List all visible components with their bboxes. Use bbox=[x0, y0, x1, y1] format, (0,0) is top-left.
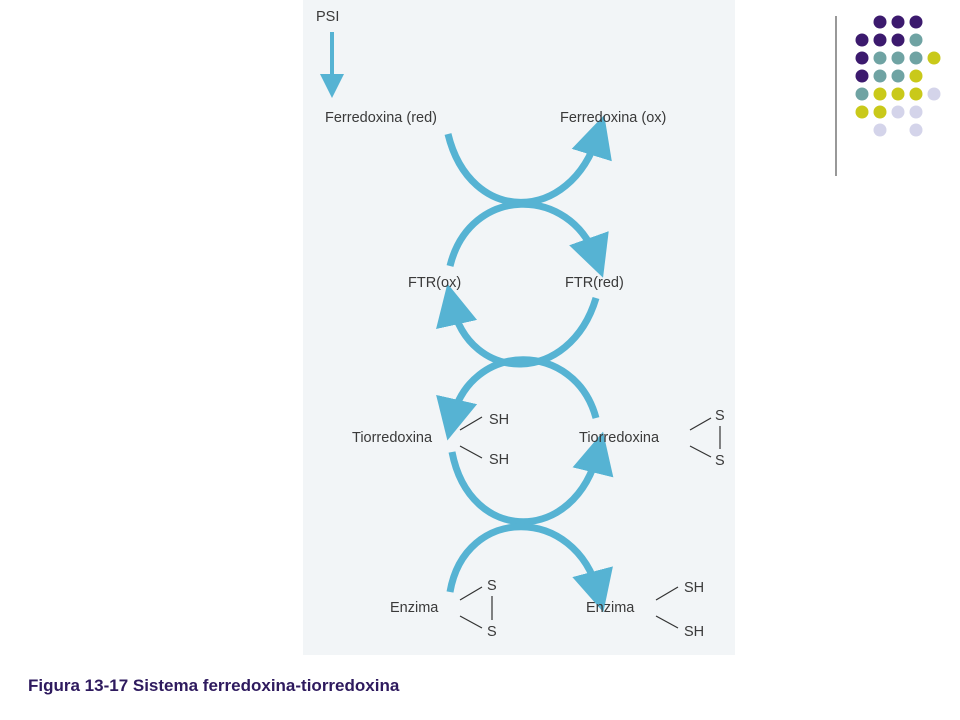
arc-ftr-reduction bbox=[446, 200, 609, 278]
arc-thioredoxin-oxidation bbox=[448, 431, 614, 526]
decorative-dot bbox=[909, 87, 923, 101]
decorative-dot bbox=[909, 105, 923, 119]
arc-ftr-oxidation bbox=[436, 283, 600, 368]
bond-thioredoxin-left-lower bbox=[459, 445, 483, 459]
label-thioredoxin-right-s-bottom: S bbox=[715, 453, 725, 469]
decorative-dot bbox=[891, 51, 905, 65]
label-ferredoxin-ox: Ferredoxina (ox) bbox=[560, 110, 666, 126]
label-thioredoxin-left: Tiorredoxina bbox=[352, 430, 433, 446]
figure-panel bbox=[303, 0, 735, 655]
decorative-dot bbox=[855, 105, 869, 119]
label-thioredoxin-right-s-top: S bbox=[715, 408, 725, 424]
label-psi: PSI bbox=[316, 9, 339, 25]
label-enzyme-right: Enzima bbox=[586, 600, 635, 616]
bond-enzyme-left-upper bbox=[459, 586, 483, 601]
bond-enzyme-right-lower bbox=[655, 615, 679, 629]
label-thioredoxin-left-sh-top: SH bbox=[489, 412, 509, 428]
decorative-dot bbox=[873, 123, 887, 137]
decorative-dot bbox=[873, 51, 887, 65]
decorative-dot bbox=[855, 69, 869, 83]
label-enzyme-left-s-top: S bbox=[487, 578, 497, 594]
decorative-dot bbox=[873, 33, 887, 47]
bond-thioredoxin-right-lower bbox=[689, 445, 712, 458]
bond-enzyme-right-upper bbox=[655, 586, 679, 601]
label-enzyme-left: Enzima bbox=[390, 600, 439, 616]
bond-thioredoxin-left-upper bbox=[459, 416, 483, 431]
decorative-dot bbox=[873, 15, 887, 29]
decorative-dot bbox=[891, 69, 905, 83]
label-thioredoxin-left-sh-bottom: SH bbox=[489, 452, 509, 468]
label-thioredoxin-right: Tiorredoxina bbox=[579, 430, 660, 446]
arc-enzyme-reduction bbox=[446, 523, 613, 613]
arc-thioredoxin-reduction bbox=[436, 356, 600, 441]
decorative-dot bbox=[909, 15, 923, 29]
decorative-dot bbox=[909, 69, 923, 83]
label-enzyme-left-s-bottom: S bbox=[487, 624, 497, 640]
decorative-dot bbox=[891, 105, 905, 119]
label-ftr-red: FTR(red) bbox=[565, 275, 624, 291]
decorative-dot bbox=[855, 33, 869, 47]
decorative-dot bbox=[873, 69, 887, 83]
decorative-dot bbox=[891, 87, 905, 101]
figure-caption: Figura 13-17 Sistema ferredoxina-tiorred… bbox=[28, 676, 400, 695]
decorative-dot bbox=[909, 123, 923, 137]
bond-thioredoxin-right-upper bbox=[689, 417, 712, 431]
decorative-dot bbox=[891, 15, 905, 29]
decorative-dot bbox=[909, 51, 923, 65]
decorative-dot bbox=[927, 87, 941, 101]
decorative-dot bbox=[873, 105, 887, 119]
decorative-dot bbox=[891, 33, 905, 47]
decorative-dot bbox=[855, 51, 869, 65]
decorative-dot bbox=[873, 87, 887, 101]
label-enzyme-right-sh-top: SH bbox=[684, 580, 704, 596]
decorative-dot bbox=[855, 87, 869, 101]
label-ftr-ox: FTR(ox) bbox=[408, 275, 461, 291]
label-ferredoxin-red: Ferredoxina (red) bbox=[325, 110, 437, 126]
decorative-dot bbox=[909, 33, 923, 47]
label-enzyme-right-sh-bottom: SH bbox=[684, 624, 704, 640]
decorative-dot bbox=[927, 51, 941, 65]
bond-enzyme-left-lower bbox=[459, 615, 483, 629]
